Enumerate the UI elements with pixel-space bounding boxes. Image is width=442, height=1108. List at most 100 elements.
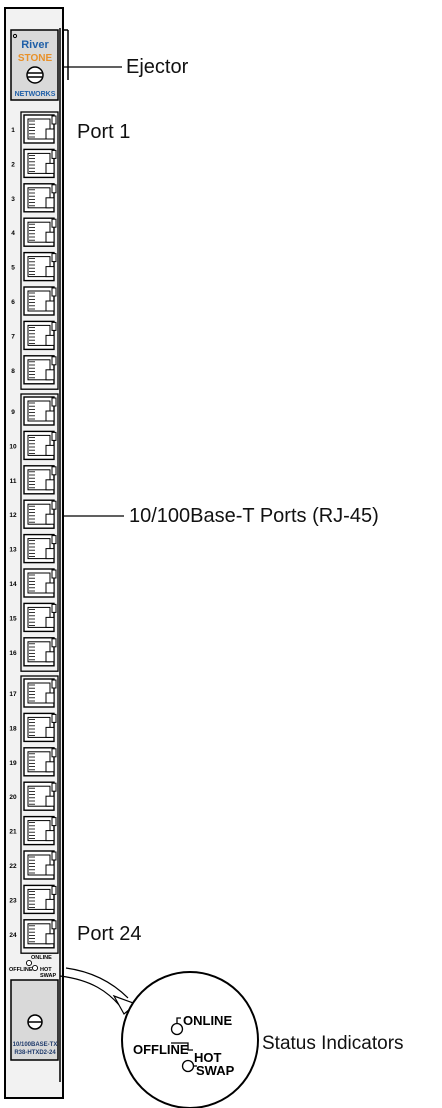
rj45-port[interactable]: 6: [11, 286, 57, 316]
jack-latch: [45, 300, 55, 312]
rj45-port[interactable]: 23: [9, 884, 57, 915]
jack-latch: [45, 830, 55, 842]
jack-latch: [45, 128, 55, 140]
jack-led-icon: [51, 397, 57, 407]
rj45-port[interactable]: 13: [9, 533, 57, 564]
jack-latch: [45, 692, 55, 704]
rj45-port[interactable]: 18: [9, 712, 57, 743]
jack-latch: [45, 410, 55, 422]
jack-latch: [45, 334, 55, 346]
rj45-port[interactable]: 16: [9, 637, 57, 667]
port-number: 2: [11, 161, 15, 168]
rj45-port[interactable]: 9: [11, 396, 57, 426]
jack-led-icon: [51, 149, 57, 159]
port-number: 6: [11, 299, 15, 306]
jack-led-icon: [51, 115, 57, 125]
port-number: 11: [10, 478, 17, 485]
rj45-port[interactable]: 20: [9, 781, 57, 811]
model-line2: R38-HTXD2-24: [14, 1050, 56, 1056]
rj45-port[interactable]: 14: [9, 568, 57, 598]
jack-led-icon: [51, 713, 57, 723]
rj45-port[interactable]: 8: [11, 355, 57, 385]
port-number: 18: [9, 725, 17, 732]
logo-line1: River: [21, 39, 49, 51]
ejector-screw-icon: [26, 66, 44, 84]
port-1-label: Port 1: [77, 121, 131, 143]
led-online-label: ONLINE: [31, 955, 52, 961]
led-hot-label: HOT: [40, 967, 52, 973]
status-zoom-circle: ONLINE OFFLINE HOT SWAP: [121, 971, 259, 1108]
rj45-port[interactable]: 2: [11, 148, 57, 179]
port-number: 9: [11, 409, 15, 416]
zoom-online-led-icon: [170, 1022, 184, 1036]
rj45-port[interactable]: 4: [11, 217, 57, 247]
jack-led-icon: [51, 287, 57, 297]
jack-latch: [45, 266, 55, 278]
port-group-frame: [20, 393, 59, 672]
jack-led-icon: [51, 782, 57, 792]
port-number: 7: [11, 333, 15, 340]
port-group: 1 2 3 4 5 6 7 8: [11, 111, 59, 390]
port-number: 13: [9, 547, 17, 554]
rj45-port[interactable]: 5: [11, 251, 57, 282]
port-group: 17 18 19 20 21 22 23 24: [9, 675, 59, 954]
jack-led-icon: [51, 885, 57, 895]
port-24-label: Port 24: [77, 923, 142, 945]
led-area: ONLINE OFFLINE HOT SWAP: [9, 955, 57, 979]
logo-line3: NETWORKS: [15, 91, 56, 98]
port-number: 12: [9, 512, 17, 519]
port-group: 9 10 11 12 13 14 15 16: [9, 393, 59, 672]
jack-led-icon: [51, 817, 57, 827]
rj45-port[interactable]: 24: [9, 919, 57, 949]
rj45-port[interactable]: 15: [9, 602, 57, 633]
rj45-port[interactable]: 3: [11, 183, 57, 213]
online-led-icon: [25, 959, 33, 967]
zoom-hot-swap-led-icon: [181, 1059, 195, 1073]
jack-led-icon: [51, 218, 57, 228]
port-number: 20: [9, 794, 17, 801]
rj45-port[interactable]: 17: [9, 678, 57, 708]
rj45-port[interactable]: 21: [9, 815, 57, 846]
rj45-port[interactable]: 1: [11, 114, 57, 144]
zoom-online-label: ONLINE: [183, 1013, 232, 1028]
jack-latch: [45, 933, 55, 945]
port-number: 17: [9, 691, 17, 698]
jack-led-icon: [51, 535, 57, 545]
jack-latch: [45, 795, 55, 807]
rj45-port[interactable]: 22: [9, 850, 57, 880]
port-number: 3: [11, 196, 15, 203]
ejector-pin: [12, 33, 18, 39]
port-number: 4: [11, 230, 15, 237]
jack-led-icon: [51, 603, 57, 613]
ejector[interactable]: River STONE NETWORKS: [10, 29, 59, 101]
port-number: 21: [9, 829, 17, 836]
rj45-port[interactable]: 10: [9, 430, 57, 461]
port-number: 5: [11, 265, 15, 272]
led-swap-label: SWAP: [40, 973, 57, 979]
jack-led-icon: [51, 638, 57, 648]
jack-latch: [45, 651, 55, 663]
rj45-port[interactable]: 7: [11, 320, 57, 351]
status-indicators-label: Status Indicators: [262, 1033, 404, 1054]
jack-latch: [45, 513, 55, 525]
jack-led-icon: [51, 679, 57, 689]
jack-led-icon: [51, 466, 57, 476]
jack-latch: [45, 197, 55, 209]
port-number: 10: [9, 443, 17, 450]
bottom-ejector[interactable]: 10/100BASE-TX R38-HTXD2-24: [10, 979, 59, 1061]
rj45-port[interactable]: 11: [10, 465, 57, 495]
jack-led-icon: [51, 184, 57, 194]
rj45-port[interactable]: 19: [9, 747, 57, 777]
jack-led-icon: [51, 321, 57, 331]
jack-latch: [45, 864, 55, 876]
rj45-port[interactable]: 12: [9, 499, 57, 529]
jack-led-icon: [51, 748, 57, 758]
zoom-offline-label: OFFLINE: [133, 1042, 189, 1057]
jack-latch: [45, 162, 55, 174]
jack-latch: [45, 479, 55, 491]
port-number: 23: [9, 897, 17, 904]
logo-line2: STONE: [18, 53, 53, 64]
jack-led-icon: [51, 253, 57, 263]
jack-latch: [45, 231, 55, 243]
